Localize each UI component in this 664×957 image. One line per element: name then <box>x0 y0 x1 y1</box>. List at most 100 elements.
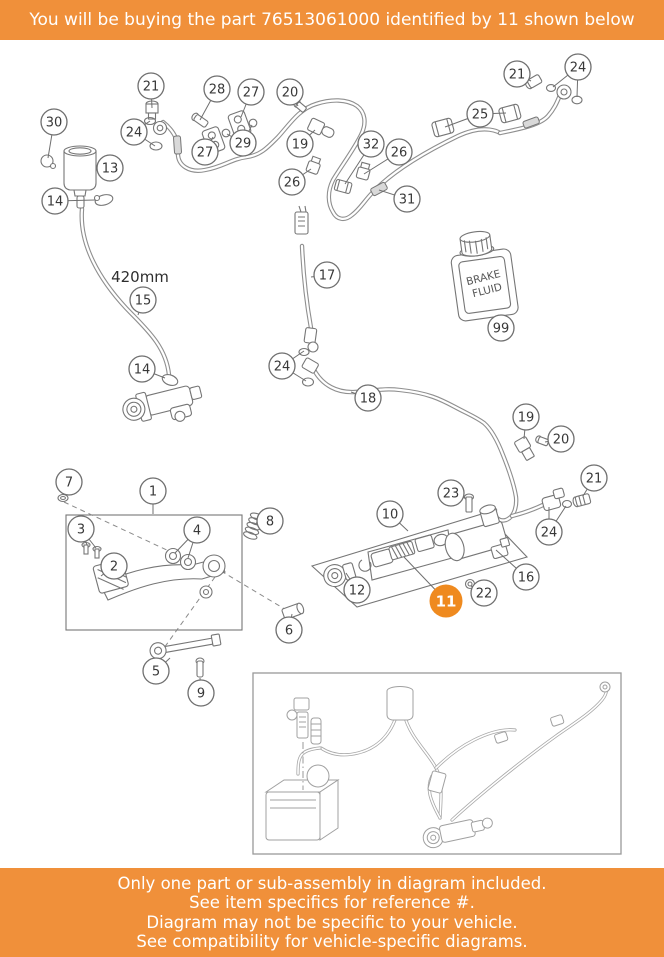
clamp-14-lower-part <box>161 374 179 386</box>
svg-text:21: 21 <box>586 472 603 487</box>
svg-text:14: 14 <box>47 195 64 210</box>
svg-text:19: 19 <box>518 411 535 426</box>
svg-text:28: 28 <box>209 83 226 98</box>
callout-18: 18 <box>354 384 382 412</box>
callout-99: 99 <box>487 314 515 342</box>
master-cylinder-kit-group <box>310 493 529 608</box>
brake-fluid-bottle: BRAKE FLUID <box>450 230 519 322</box>
callout-21: 21 <box>503 60 531 88</box>
top-banner: You will be buying the part 76513061000 … <box>0 0 664 40</box>
callout-32: 32 <box>357 130 385 158</box>
bolt-28-part <box>191 112 209 128</box>
svg-text:17: 17 <box>319 269 336 284</box>
svg-text:6: 6 <box>285 624 293 639</box>
bottom-banner-line: See compatibility for vehicle-specific d… <box>136 932 528 951</box>
svg-text:27: 27 <box>243 86 260 101</box>
bolt-23-part <box>463 493 475 513</box>
callout-2: 2 <box>100 552 128 580</box>
bottom-banner: Only one part or sub-assembly in diagram… <box>0 868 664 957</box>
svg-text:1: 1 <box>149 485 157 500</box>
callout-20: 20 <box>547 425 575 453</box>
callout-10: 10 <box>376 500 404 528</box>
svg-text:32: 32 <box>363 138 380 153</box>
callout-19: 19 <box>512 403 540 431</box>
svg-text:26: 26 <box>391 146 408 161</box>
svg-text:26: 26 <box>284 176 301 191</box>
callout-19: 19 <box>286 130 314 158</box>
overview-bracket-art <box>427 770 447 794</box>
callout-13: 13 <box>96 154 124 182</box>
highlighted-callout-11: 11 <box>429 584 463 618</box>
bottom-banner-line: Diagram may not be specific to your vehi… <box>146 912 518 932</box>
callout-24: 24 <box>120 118 148 146</box>
svg-text:30: 30 <box>46 116 63 131</box>
svg-text:9: 9 <box>197 687 205 702</box>
svg-text:21: 21 <box>143 80 160 95</box>
top-banner-text: You will be buying the part 76513061000 … <box>29 10 635 30</box>
svg-text:10: 10 <box>382 508 399 523</box>
callout-30: 30 <box>40 108 68 136</box>
callout-15: 15 <box>129 286 157 314</box>
hose-sleeve <box>522 116 540 129</box>
banjo-bolt-21-left-part <box>143 100 168 151</box>
callout-6: 6 <box>275 616 303 644</box>
svg-text:27: 27 <box>197 146 214 161</box>
svg-text:25: 25 <box>472 108 489 123</box>
parts-diagram-svg: BRAKE FLUID <box>40 53 622 855</box>
hose-sleeve <box>173 135 182 155</box>
overview-master-cylinder-art <box>422 817 493 849</box>
svg-text:24: 24 <box>274 360 291 375</box>
callout-27: 27 <box>237 78 265 106</box>
svg-text:14: 14 <box>134 363 151 378</box>
piston-spring-11-part <box>388 540 416 561</box>
callout-9: 9 <box>187 679 215 707</box>
parts-diagram-area: BRAKE FLUID <box>0 40 664 868</box>
svg-text:24: 24 <box>570 61 587 76</box>
svg-text:16: 16 <box>518 571 535 586</box>
callout-29: 29 <box>229 129 257 157</box>
clamp-14-upper-part <box>93 194 114 206</box>
callout-12: 12 <box>343 576 371 604</box>
bottom-banner-line: Only one part or sub-assembly in diagram… <box>117 873 547 893</box>
svg-text:29: 29 <box>235 137 252 152</box>
fluid-reservoir-part <box>63 145 97 209</box>
svg-text:19: 19 <box>292 138 309 153</box>
nut-22-part <box>464 578 476 590</box>
svg-text:8: 8 <box>266 515 274 530</box>
clip-26-left-part <box>305 155 322 175</box>
callout-16: 16 <box>512 563 540 591</box>
svg-text:18: 18 <box>360 392 377 407</box>
svg-text:7: 7 <box>65 476 73 491</box>
bottom-banner-line: See item specifics for reference #. <box>189 893 475 912</box>
svg-text:99: 99 <box>493 322 510 337</box>
abs-module-art <box>264 764 340 841</box>
banjo-21-24-right-part <box>541 487 592 512</box>
callout-17: 17 <box>313 261 341 289</box>
svg-text:15: 15 <box>135 294 152 309</box>
clamp-30-part <box>40 154 57 170</box>
system-overview-box <box>252 672 622 855</box>
callout-23: 23 <box>437 479 465 507</box>
svg-text:3: 3 <box>77 523 85 538</box>
callout-22: 22 <box>470 579 498 607</box>
clamp-32-part <box>333 179 353 195</box>
svg-text:5: 5 <box>152 665 160 680</box>
svg-text:13: 13 <box>102 162 119 177</box>
banjo-21-24-topright-part <box>524 74 583 105</box>
overview-reservoir-art <box>386 686 414 721</box>
slave-cylinder-part <box>122 385 203 422</box>
callout-25: 25 <box>466 100 494 128</box>
overview-clip-art <box>494 731 509 744</box>
callout-24: 24 <box>268 352 296 380</box>
svg-text:31: 31 <box>399 193 416 208</box>
callout-27: 27 <box>191 138 219 166</box>
bolt-9-part <box>195 657 205 678</box>
callout-5: 5 <box>142 657 170 685</box>
callout-24: 24 <box>535 518 563 546</box>
callout-21: 21 <box>580 464 608 492</box>
switch-19-upper-part <box>307 117 335 138</box>
elbow-16-part <box>490 537 511 560</box>
callout-3: 3 <box>67 515 95 543</box>
svg-text:21: 21 <box>509 68 526 83</box>
